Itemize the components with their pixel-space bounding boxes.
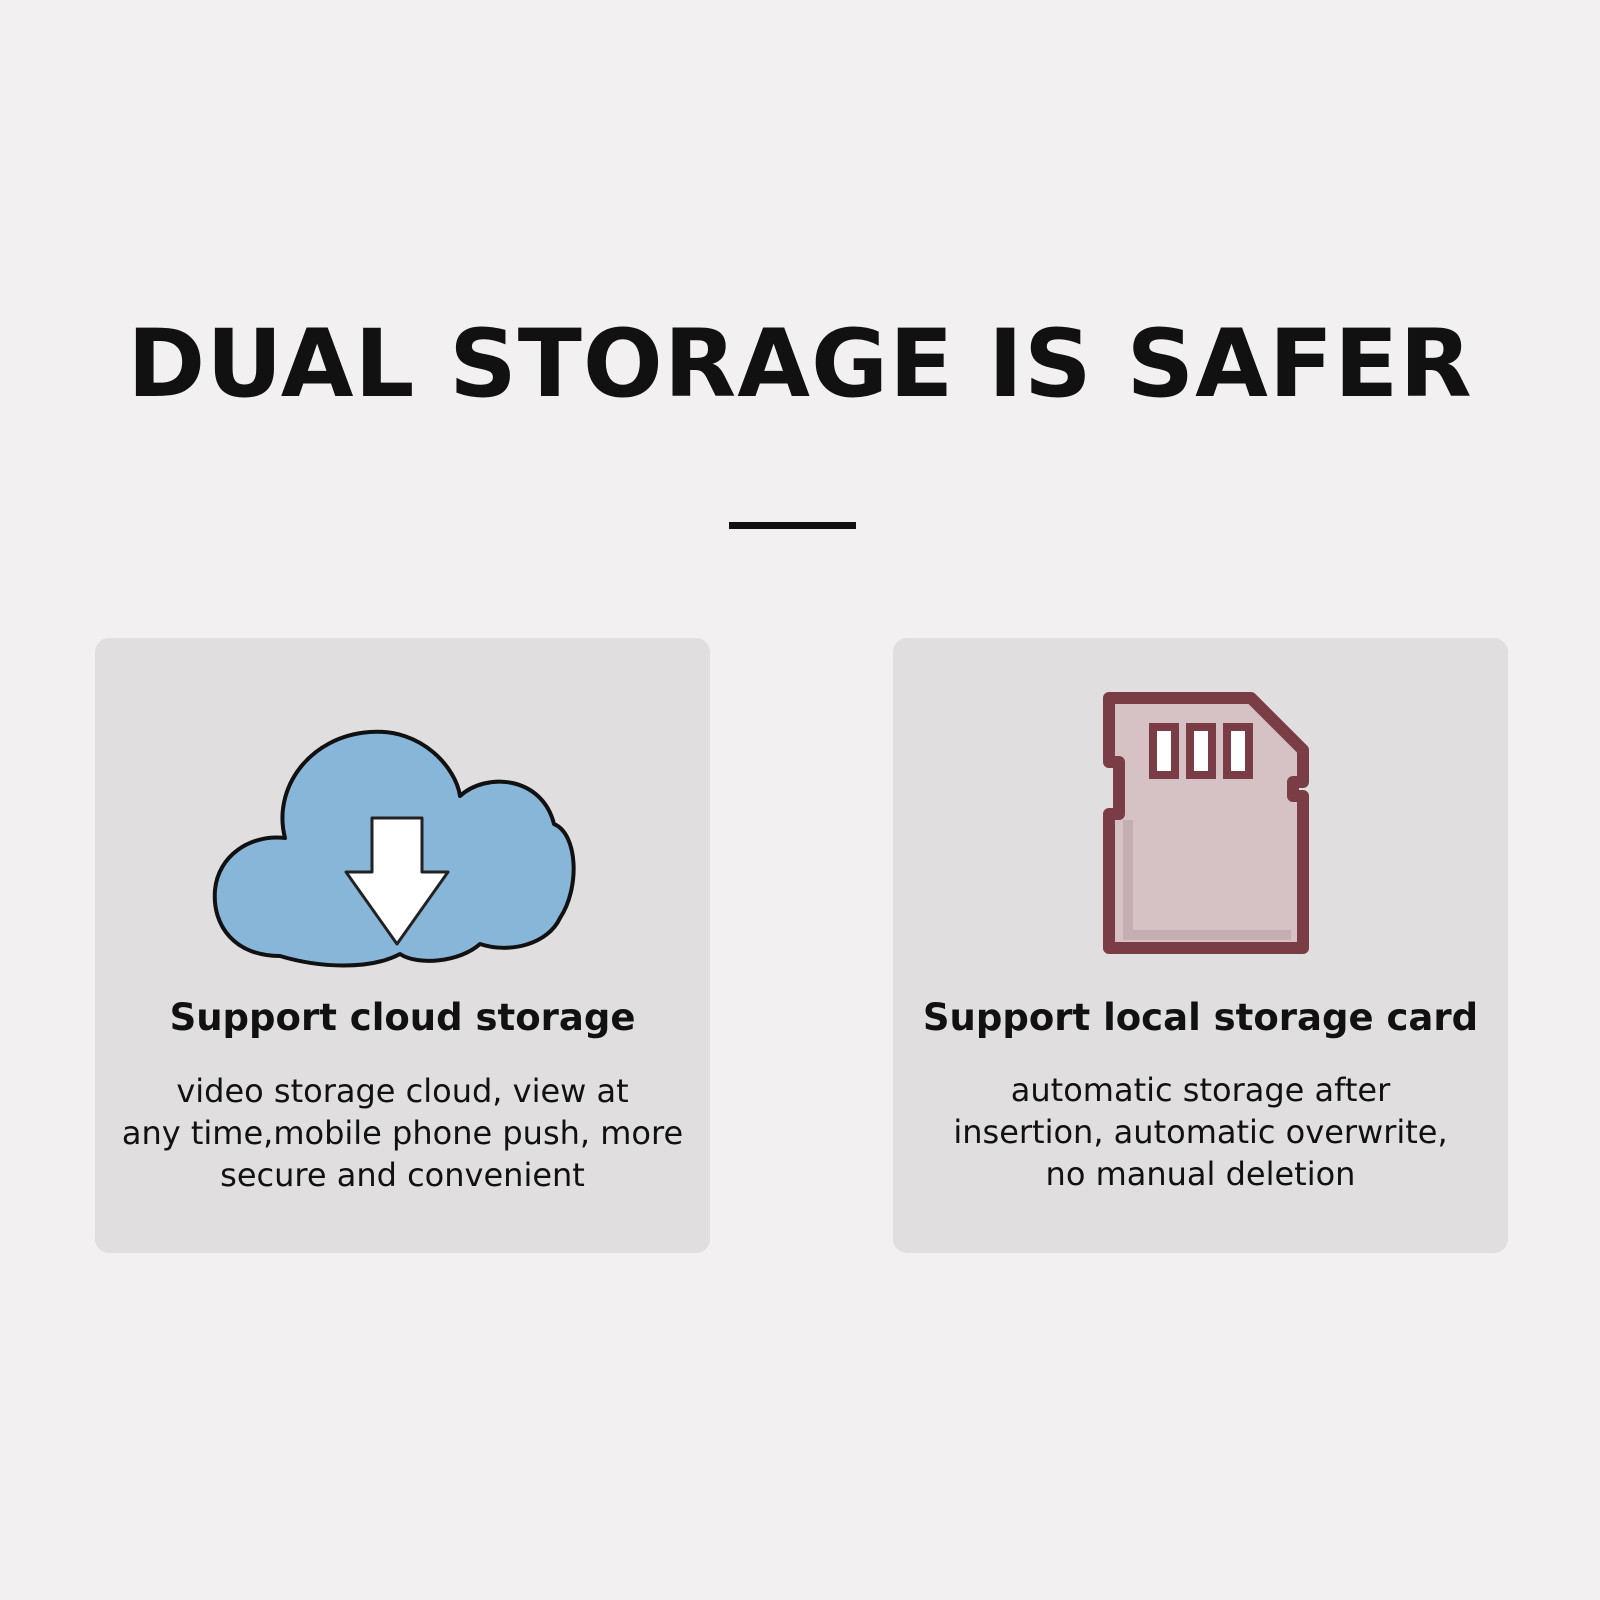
card-title: Support local storage card xyxy=(922,996,1479,1039)
sd-card-icon xyxy=(1103,692,1309,954)
page-title: DUAL STORAGE IS SAFER xyxy=(127,310,1473,419)
local-storage-card: Support local storage card automatic sto… xyxy=(893,638,1508,1253)
card-title: Support cloud storage xyxy=(169,996,636,1039)
card-description: video storage cloud, view at any time,mo… xyxy=(121,1072,684,1194)
card-description: automatic storage after insertion, autom… xyxy=(953,1071,1448,1193)
cloud-download-icon xyxy=(212,729,576,968)
cloud-storage-card: Support cloud storage video storage clou… xyxy=(95,638,710,1253)
title-divider xyxy=(729,522,856,529)
